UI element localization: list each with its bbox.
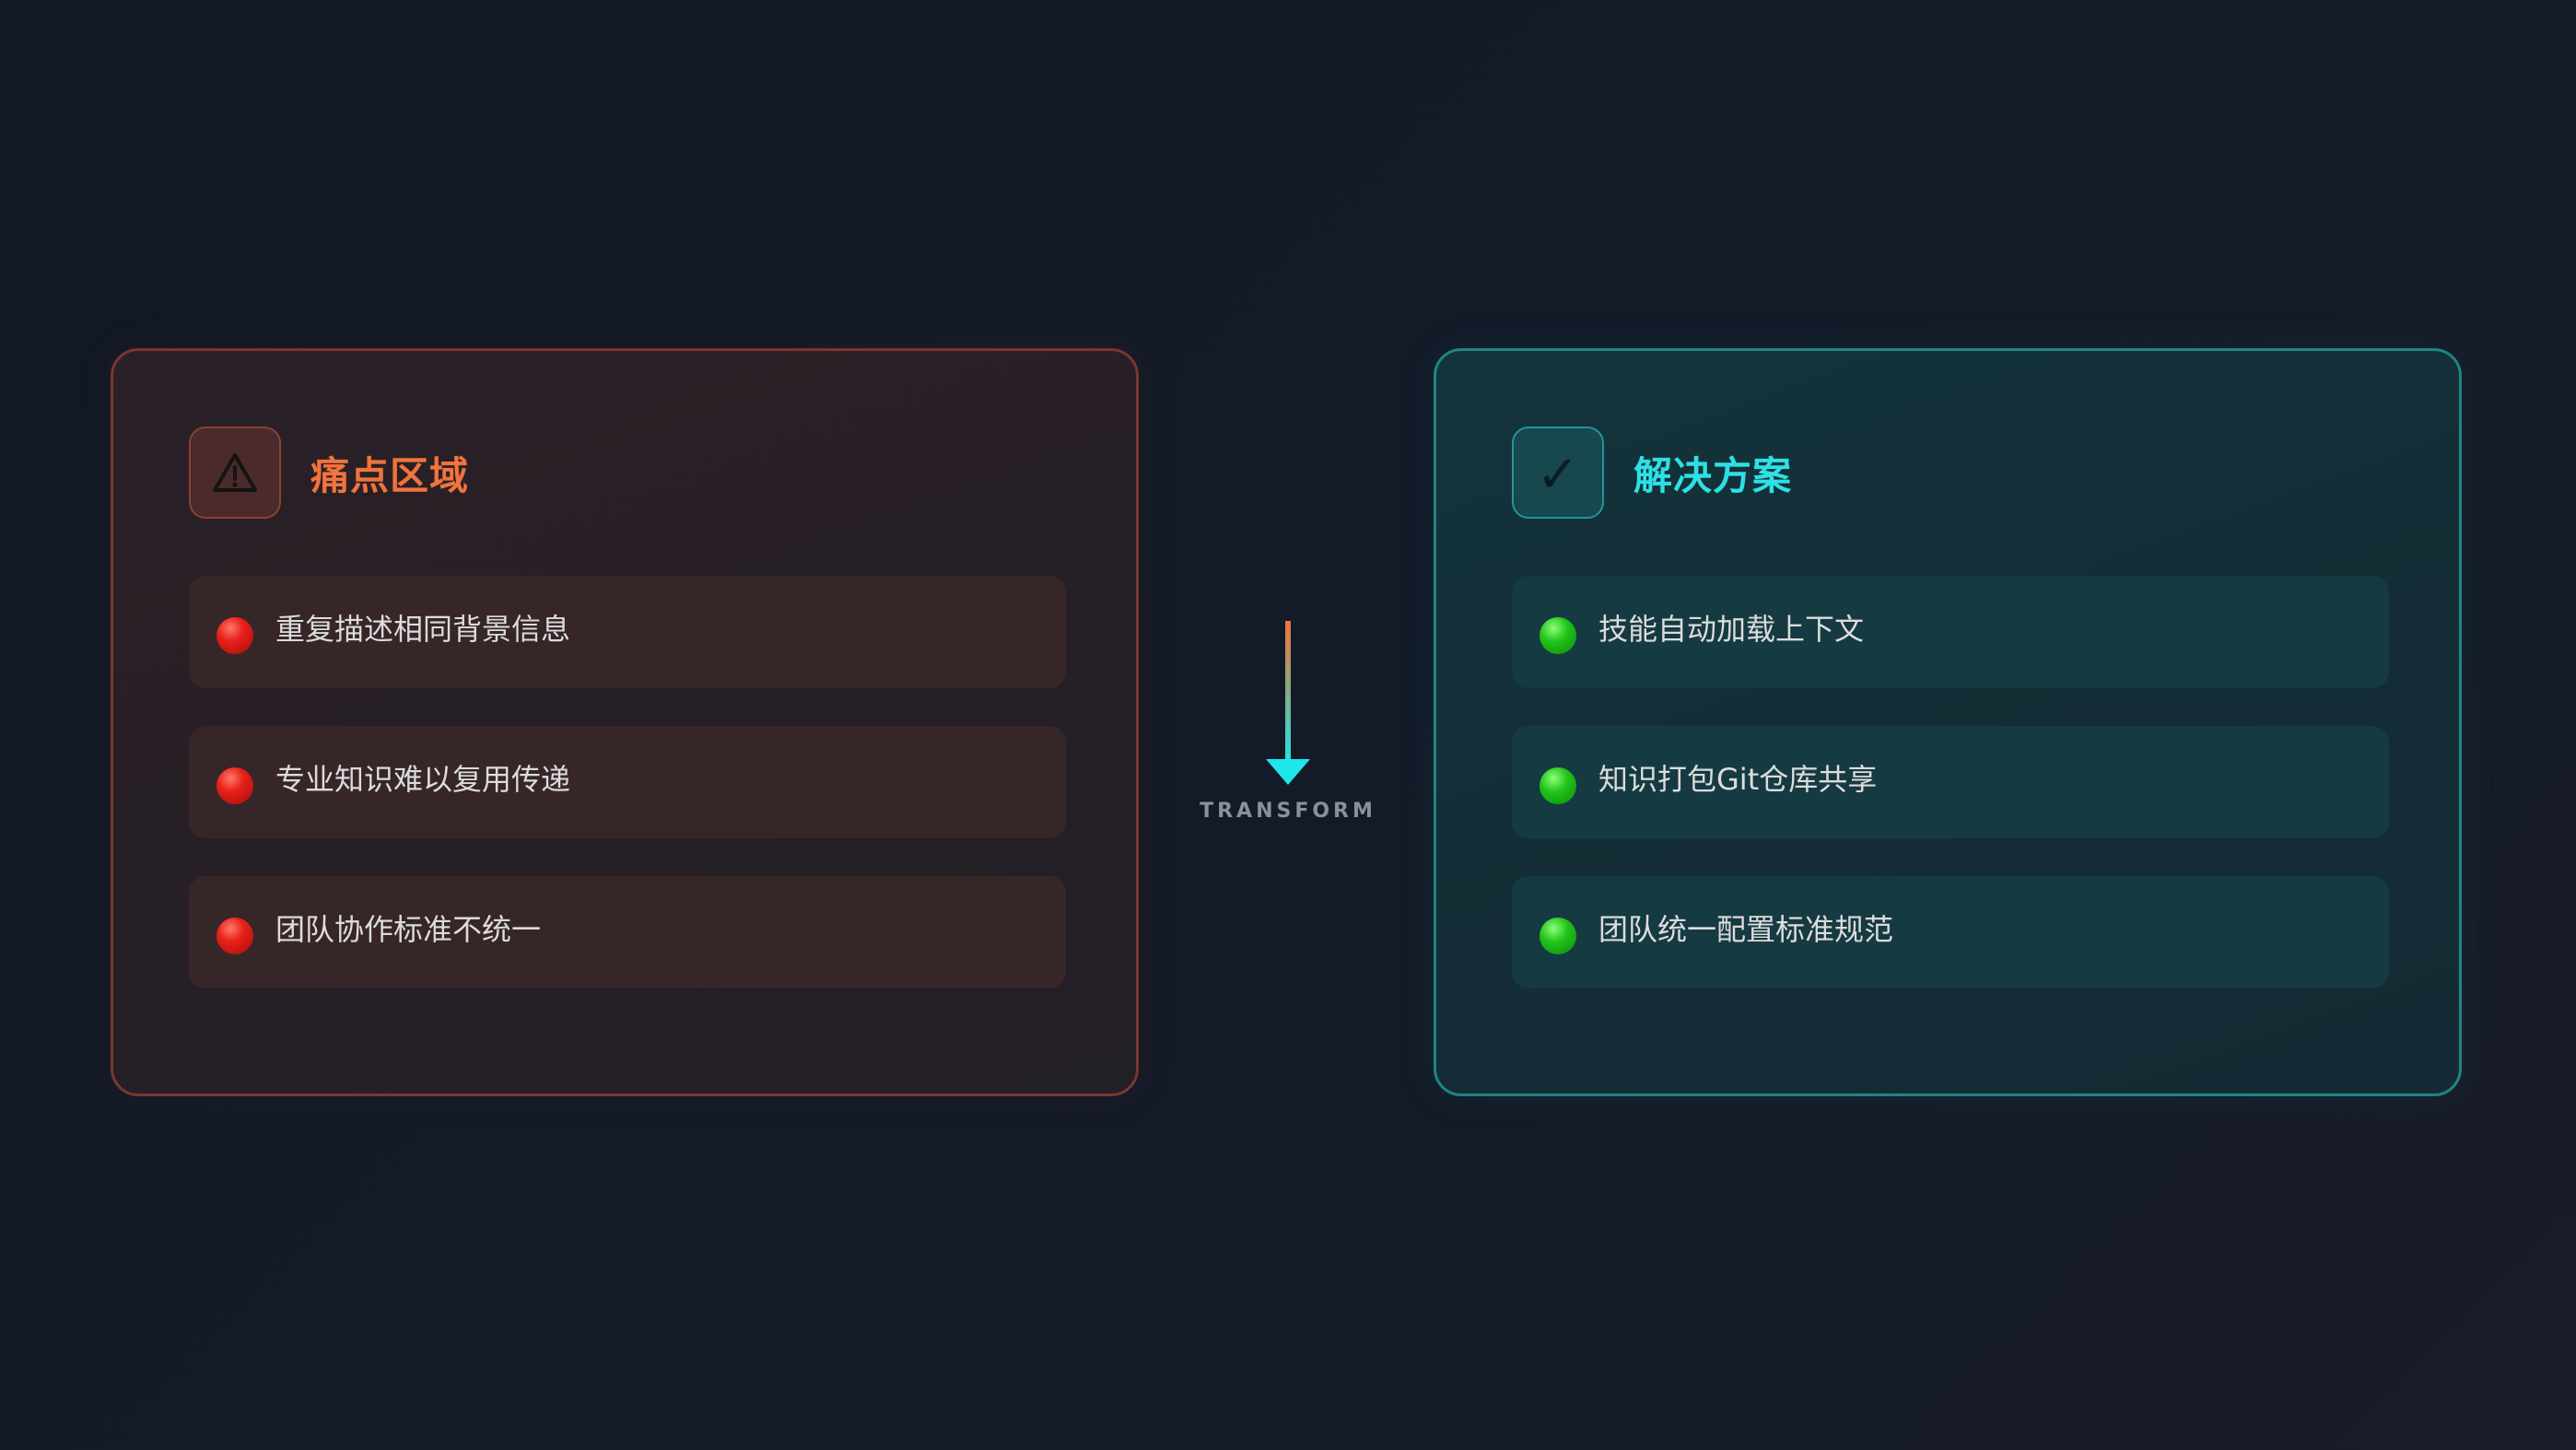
red-dot-icon (217, 617, 253, 654)
solution-item: 知识打包Git仓库共享 (1512, 726, 2389, 838)
pain-item: 重复描述相同背景信息 (189, 576, 1066, 688)
pain-panel-title: 痛点区域 (310, 452, 470, 498)
pain-item-text: 专业知识难以复用传递 (275, 762, 571, 797)
solution-panel-header: ✓ 解决方案 (1512, 427, 1792, 519)
arrow-down-icon (1266, 621, 1310, 785)
pain-panel-header: 痛点区域 (189, 427, 469, 519)
green-dot-icon (1540, 918, 1576, 954)
solution-panel: ✓ 解决方案 技能自动加载上下文 知识打包Git仓库共享 团队统一配置标准规范 (1434, 348, 2462, 1096)
solution-panel-title: 解决方案 (1633, 452, 1793, 498)
solution-item-text: 知识打包Git仓库共享 (1598, 762, 1878, 797)
warning-icon (189, 427, 281, 519)
pain-item-text: 重复描述相同背景信息 (275, 612, 571, 647)
pain-points-panel: 痛点区域 重复描述相同背景信息 专业知识难以复用传递 团队协作标准不统一 (111, 348, 1139, 1096)
green-dot-icon (1540, 767, 1576, 804)
solution-item: 技能自动加载上下文 (1512, 576, 2389, 688)
red-dot-icon (217, 767, 253, 804)
transform-label: TRANSFORM (1200, 800, 1376, 823)
pain-item: 团队协作标准不统一 (189, 876, 1066, 988)
solution-item-text: 技能自动加载上下文 (1598, 612, 1865, 647)
pain-item: 专业知识难以复用传递 (189, 726, 1066, 838)
red-dot-icon (217, 918, 253, 954)
solution-item: 团队统一配置标准规范 (1512, 876, 2389, 988)
green-dot-icon (1540, 617, 1576, 654)
pain-item-text: 团队协作标准不统一 (275, 912, 542, 947)
solution-item-text: 团队统一配置标准规范 (1598, 912, 1894, 947)
check-icon: ✓ (1512, 427, 1604, 519)
